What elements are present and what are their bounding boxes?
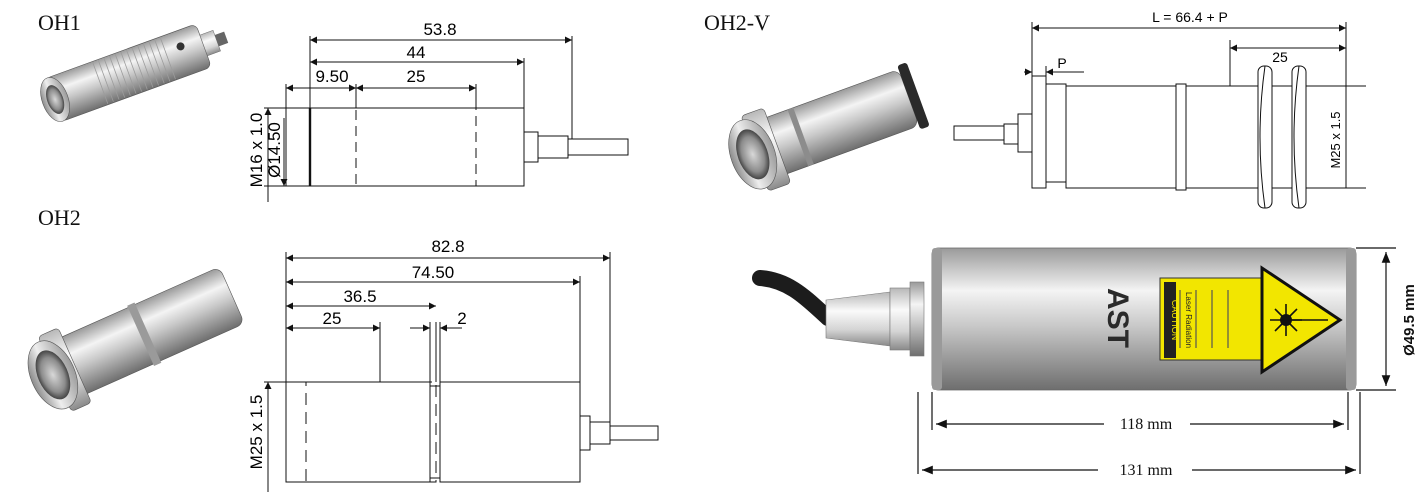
oh2v-drawing: [953, 22, 1366, 209]
oh1-dim-flange: 9.50: [315, 67, 348, 86]
oh2v-dim-p: P: [1057, 55, 1066, 71]
oh2v-sensor-photo: [728, 63, 929, 191]
oh2-dim-overall: 82.8: [431, 237, 464, 256]
laser-hazard-icon: [1260, 265, 1343, 375]
oh1-dim-diameter: Ø14.50: [265, 122, 284, 178]
oh1-label: OH1: [38, 10, 81, 35]
oh2-dim-thread: M25 x 1.5: [247, 395, 266, 470]
oh2v-dim-thread: M25 x 1.5: [1328, 111, 1343, 168]
laser-warning-label: [1159, 277, 1271, 361]
oh2v-dim-window: 25: [1272, 49, 1288, 65]
oh2-label: OH2: [38, 205, 81, 230]
oh1-drawing: [264, 36, 629, 202]
laser-dim-inner-length: 118 mm: [1120, 416, 1173, 433]
laser-dim-outer-length: 131 mm: [1120, 462, 1173, 479]
oh2v-dim-length: L = 66.4 + P: [1152, 9, 1228, 25]
laser-warning-subtext: Laser Radiation: [1184, 292, 1193, 348]
oh2v-label: OH2-V: [704, 10, 770, 35]
oh2-drawing: [264, 252, 659, 492]
oh1-dim-thread: M16 x 1.0: [247, 113, 266, 188]
oh2-dim-window: 25: [323, 309, 342, 328]
oh2-dim-gap: 2: [457, 309, 466, 328]
laser-warning-text: CAUTION: [1170, 300, 1180, 341]
laser-brand-logo: AST: [1101, 288, 1134, 348]
oh1-sensor-photo: [40, 25, 229, 122]
oh1-dim-body: 44: [407, 43, 426, 62]
laser-dim-diameter: Ø49.5 mm: [1401, 284, 1418, 356]
oh1-dim-overall: 53.8: [423, 20, 456, 39]
oh2-sensor-photo: [27, 269, 243, 411]
laser-dimensions: [917, 247, 1396, 475]
oh2-dim-front: 36.5: [343, 287, 376, 306]
oh1-dim-window: 25: [407, 67, 426, 86]
oh2-dim-body: 74.50: [412, 263, 455, 282]
